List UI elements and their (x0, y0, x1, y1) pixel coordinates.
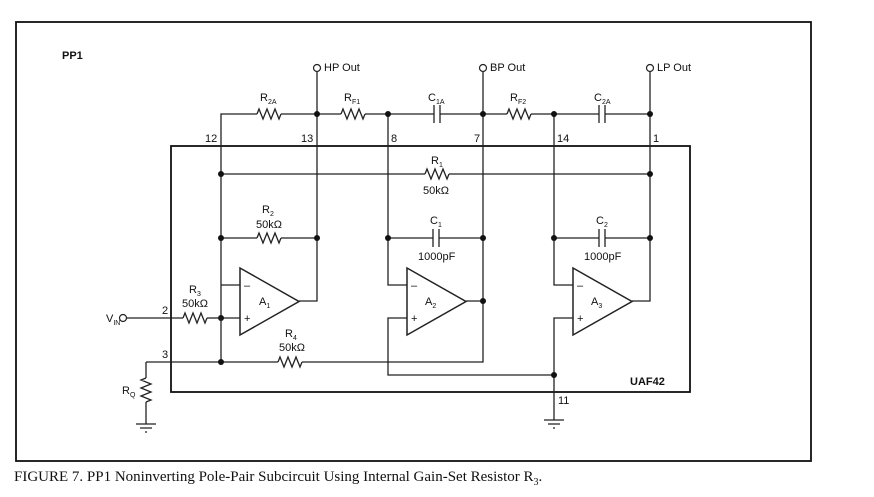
c1a-label: C1A (428, 92, 445, 106)
pin-8: 8 (391, 133, 397, 145)
figure-caption: FIGURE 7. PP1 Noninverting Pole-Pair Sub… (14, 469, 543, 488)
resistor-r2 (256, 231, 282, 245)
a1-plus: + (244, 313, 250, 325)
resistor-r2a (256, 107, 282, 121)
a3-label: A3 (591, 296, 602, 310)
opamp-a2 (406, 266, 468, 337)
ground-pin11-icon (544, 419, 564, 429)
c2-value: 1000pF (584, 251, 622, 263)
r4-label: R4 (285, 328, 297, 342)
pin-14: 14 (557, 133, 569, 145)
rf2-label: RF2 (510, 92, 526, 106)
a2-minus: – (411, 280, 418, 292)
capacitor-c2a (598, 105, 606, 123)
opamp-a1 (239, 266, 301, 337)
chip-label: UAF42 (630, 376, 665, 388)
pin-12: 12 (205, 133, 217, 145)
c2a-label: C2A (594, 92, 611, 106)
capacitor-c2 (598, 229, 606, 247)
figure-frame (15, 21, 812, 462)
ground-rq-icon (136, 423, 156, 433)
r2-label: R2 (262, 204, 274, 218)
rf1-label: RF1 (344, 92, 360, 106)
capacitor-c1a (433, 105, 441, 123)
pin-13: 13 (301, 133, 313, 145)
resistor-rf2 (506, 107, 532, 121)
pin-2: 2 (162, 305, 168, 317)
lp-out-label: LP Out (657, 62, 691, 74)
a1-minus: – (244, 280, 251, 292)
a3-minus: – (577, 280, 584, 292)
hp-out-terminal (312, 63, 322, 73)
resistor-r4 (277, 355, 303, 369)
opamp-a3 (572, 266, 634, 337)
r2a-label: R2A (260, 92, 277, 106)
panel-label: PP1 (62, 50, 83, 62)
r1-label: R1 (431, 155, 443, 169)
external-network (220, 63, 655, 146)
r3-label: R3 (189, 284, 201, 298)
internal-network (118, 146, 653, 433)
pin-3: 3 (162, 349, 168, 361)
chip-outline (170, 145, 691, 393)
hp-out-label: HP Out (324, 62, 360, 74)
bp-out-terminal (478, 63, 488, 73)
pin-7: 7 (474, 133, 480, 145)
a2-label: A2 (425, 296, 436, 310)
capacitor-c1 (432, 229, 440, 247)
a2-plus: + (411, 313, 417, 325)
lp-out-terminal (645, 63, 655, 73)
resistor-r1 (424, 167, 450, 181)
r4-value: 50kΩ (279, 342, 305, 354)
rq-label: RQ (122, 385, 136, 399)
r1-value: 50kΩ (423, 185, 449, 197)
a1-label: A1 (259, 296, 270, 310)
c1-label: C1 (430, 215, 442, 229)
resistor-rq (139, 377, 153, 403)
resistor-rf1 (340, 107, 366, 121)
r2-value: 50kΩ (256, 219, 282, 231)
resistor-r3 (182, 311, 208, 325)
pin-1: 1 (653, 133, 659, 145)
vin-terminal (118, 313, 128, 323)
bp-out-label: BP Out (490, 62, 525, 74)
c1-value: 1000pF (418, 251, 456, 263)
pin-11: 11 (558, 395, 569, 407)
r3-value: 50kΩ (182, 298, 208, 310)
a3-plus: + (577, 313, 583, 325)
vin-label: VIN (106, 313, 120, 327)
c2-label: C2 (596, 215, 608, 229)
